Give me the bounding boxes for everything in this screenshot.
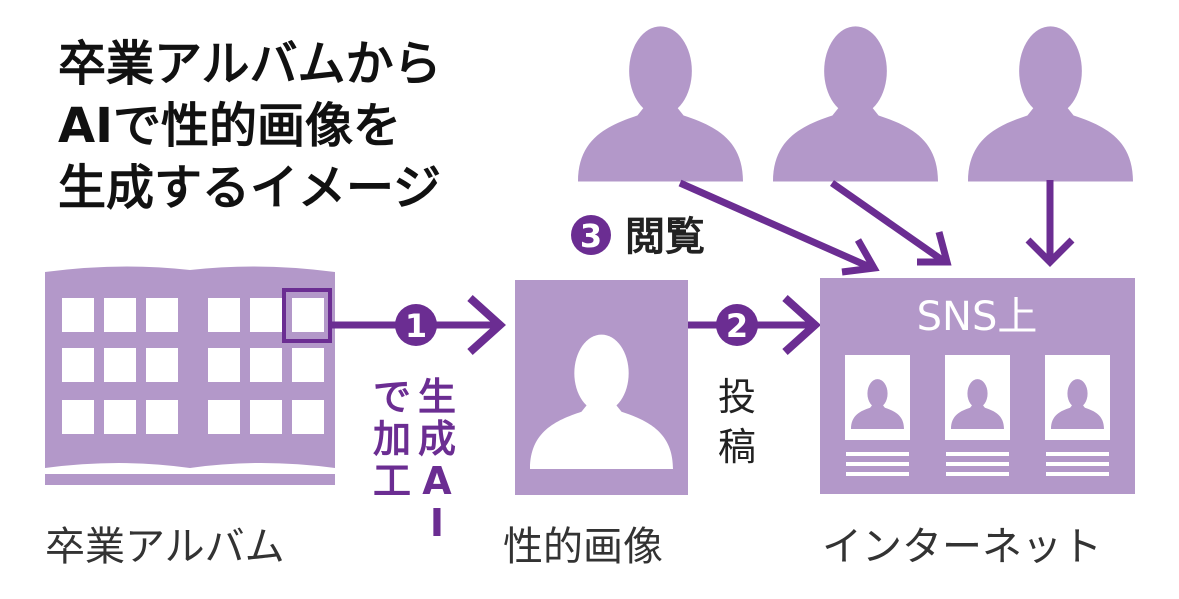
step1-badge xyxy=(395,304,437,346)
album-label: 卒業アルバム xyxy=(45,524,285,570)
step1-label-char: I xyxy=(430,501,444,545)
step2-label-char: 稿 xyxy=(718,425,756,469)
view-arrow xyxy=(678,179,874,272)
arrow-head-icon xyxy=(1025,237,1075,267)
step3-badge xyxy=(571,215,611,255)
step3-label: 閲覧 xyxy=(625,214,705,260)
viewer-person-icon xyxy=(773,26,938,182)
step1-label-char: 生 xyxy=(418,375,456,419)
album-icon xyxy=(45,266,335,485)
arrow-head-icon xyxy=(841,238,880,276)
sns-post-card xyxy=(945,355,1010,476)
sns-post-card xyxy=(845,355,910,476)
step2-label-char: 投 xyxy=(718,375,756,419)
image-label: 性的画像 xyxy=(503,524,663,570)
step1-label-char: 加 xyxy=(373,417,411,461)
title-line-2: AIで性的画像を xyxy=(58,98,401,154)
arrow-head-icon xyxy=(917,231,952,266)
title-line-3: 生成するイメージ xyxy=(58,160,441,216)
step2-number: 2 xyxy=(726,307,748,345)
sns-post-card xyxy=(1045,355,1110,476)
step3-number: 3 xyxy=(580,217,602,255)
arrow-head-icon xyxy=(782,295,821,355)
step1-label-char: で xyxy=(373,375,411,419)
internet-label: インターネット xyxy=(822,524,1102,570)
sns-label: SNS上 xyxy=(917,294,1038,340)
step2-badge xyxy=(716,304,758,346)
title-line-1: 卒業アルバムから xyxy=(58,36,442,92)
viewer-person-icon xyxy=(578,26,743,182)
step1-label-char: 成 xyxy=(418,417,456,461)
viewer-person-icon xyxy=(968,26,1133,182)
arrow-head-icon xyxy=(467,295,506,355)
step1-label-char: A xyxy=(422,459,452,503)
selected-photo-highlight xyxy=(282,288,332,343)
step1-number: 1 xyxy=(405,307,427,345)
view-arrow xyxy=(829,180,948,265)
step1-label-char: 工 xyxy=(373,459,411,503)
